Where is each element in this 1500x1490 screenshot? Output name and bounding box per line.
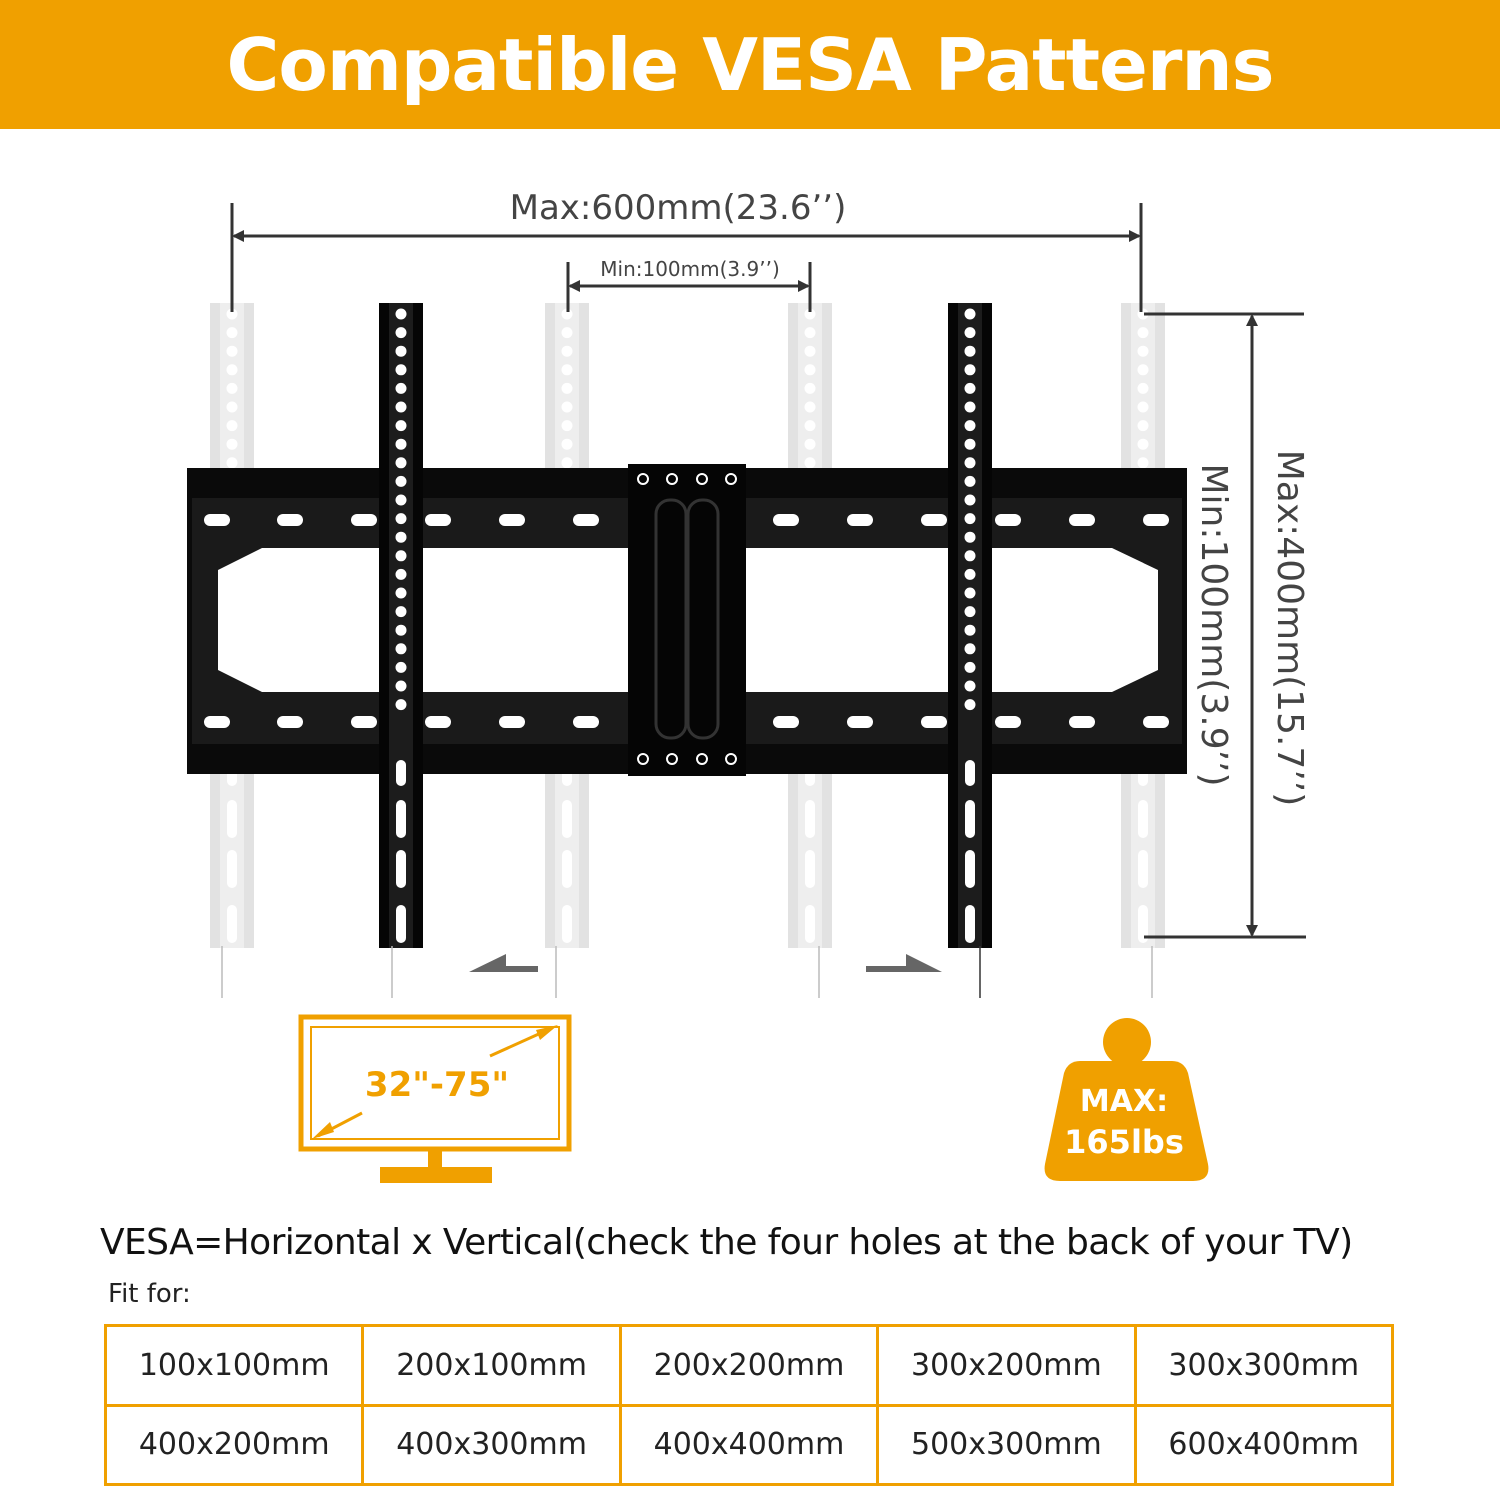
- vesa-heading: VESA=Horizontal x Vertical(check the fou…: [100, 1222, 1353, 1263]
- shift-right-arrow: [866, 954, 942, 972]
- weight-line1: MAX:: [1080, 1084, 1168, 1119]
- max-width-label: Max:600mm(23.6’’): [510, 188, 847, 228]
- weight-line2: 165lbs: [1064, 1123, 1184, 1161]
- max-height-dimension: [1144, 312, 1306, 939]
- header-banner: Compatible VESA Patterns: [0, 0, 1500, 129]
- min-width-dimension: [566, 262, 812, 312]
- shift-left-arrow: [469, 954, 538, 972]
- table-cell: 300x300mm: [1133, 1324, 1395, 1407]
- table-cell: 500x300mm: [876, 1403, 1137, 1486]
- tv-size-label: 32"-75": [365, 1065, 509, 1105]
- min-height-label: Min:100mm(3.9’’): [1193, 463, 1234, 786]
- mount-diagram: Max:600mm(23.6’’) Min:100mm(3.9’’) Max:4…: [0, 129, 1500, 1219]
- table-cell: 600x400mm: [1133, 1403, 1395, 1486]
- table-cell: 300x200mm: [876, 1324, 1137, 1407]
- wall-plate: [187, 464, 1187, 776]
- table-cell: 100x100mm: [103, 1324, 365, 1407]
- table-cell: 400x200mm: [103, 1403, 365, 1486]
- black-arms: [379, 303, 992, 948]
- min-width-label: Min:100mm(3.9’’): [600, 257, 780, 281]
- table-cell: 400x400mm: [618, 1403, 880, 1486]
- tv-icon: [298, 1014, 572, 1183]
- table-row: 100x100mm 200x100mm 200x200mm 300x200mm …: [103, 1324, 1395, 1407]
- max-height-label: Max:400mm(15.7’’): [1269, 450, 1310, 807]
- vesa-pattern-table: 100x100mm 200x100mm 200x200mm 300x200mm …: [103, 1324, 1395, 1486]
- table-cell: 200x100mm: [361, 1324, 622, 1407]
- fit-label: Fit for:: [108, 1279, 191, 1309]
- table-row: 400x200mm 400x300mm 400x400mm 500x300mm …: [103, 1403, 1395, 1486]
- page-title: Compatible VESA Patterns: [226, 22, 1275, 107]
- max-width-dimension: [230, 203, 1143, 312]
- weight-icon: [1044, 1018, 1209, 1181]
- table-cell: 400x300mm: [361, 1403, 622, 1486]
- table-cell: 200x200mm: [618, 1324, 880, 1407]
- vertical-arm: [379, 303, 423, 948]
- vertical-arm: [948, 303, 992, 948]
